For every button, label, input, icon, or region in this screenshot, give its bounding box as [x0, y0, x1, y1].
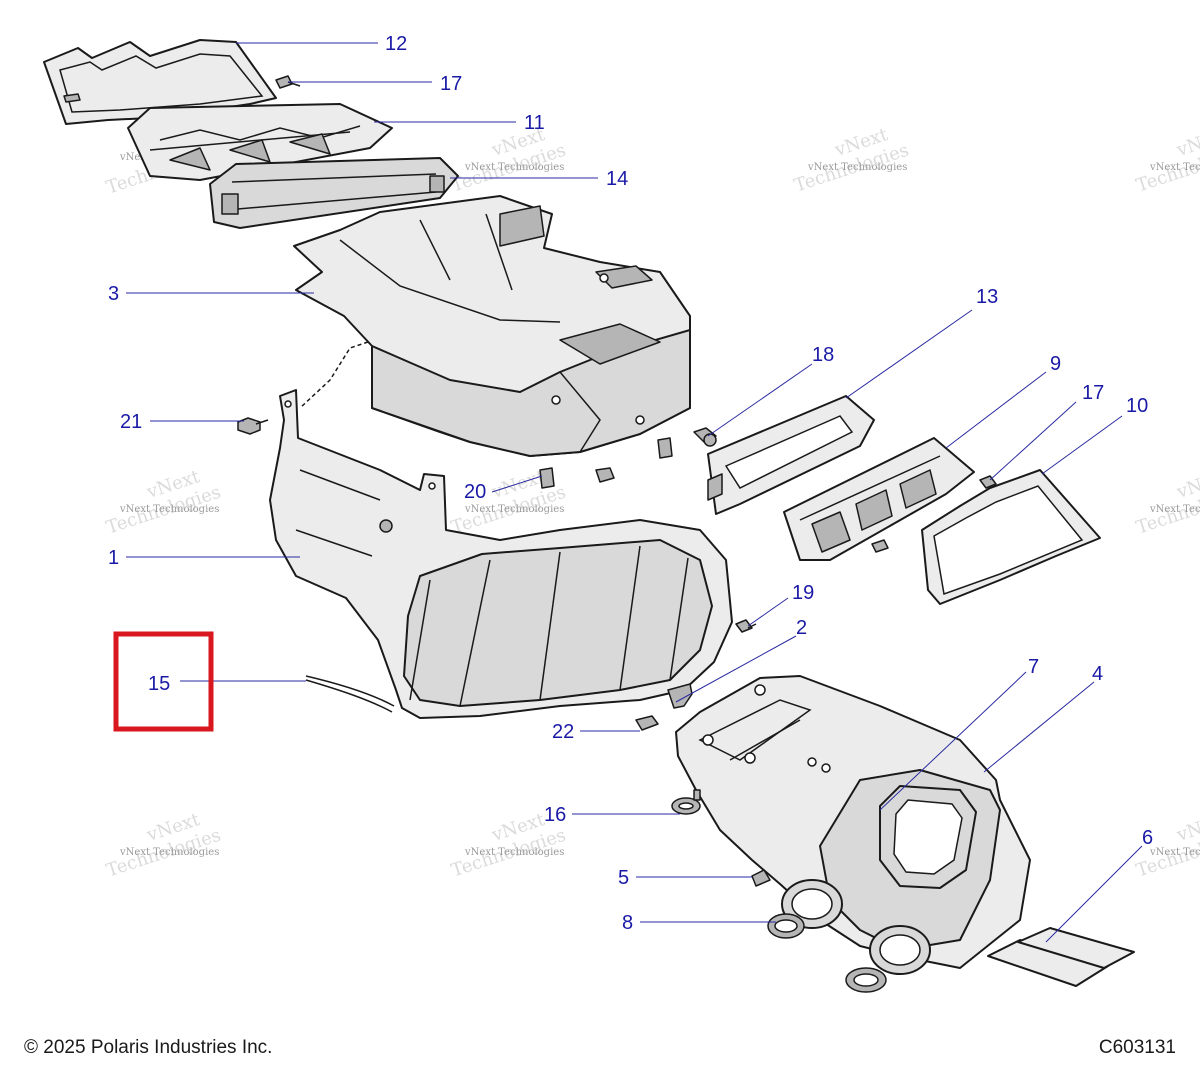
watermark: vNext Technologies vNext Technologies [104, 809, 224, 881]
callout-10[interactable]: 10 [1126, 395, 1148, 417]
copyright-text: © 2025 Polaris Industries Inc. [24, 1037, 273, 1058]
callout-7[interactable]: 7 [1028, 656, 1039, 678]
callout-22[interactable]: 22 [552, 721, 574, 743]
callout-2[interactable]: 2 [796, 617, 807, 639]
part-16-clamp [671, 789, 701, 815]
svg-text:vNext Technologies: vNext Technologies [119, 504, 219, 515]
part-11-filter-frame [127, 103, 393, 181]
part-10-side-gasket [921, 469, 1101, 605]
svg-text:vNext Technologies: vNext Technologies [464, 847, 564, 858]
svg-text:vNext Technologies: vNext Technologies [807, 162, 907, 173]
part-17-screw-side [979, 475, 997, 489]
part-8-clamps [767, 913, 887, 993]
svg-text:vNext Technologies: vNext Technologies [1149, 162, 1200, 173]
watermark: vNext Technologies vNext Technologies [1134, 124, 1200, 196]
alignment-dashed-line [299, 341, 369, 409]
callout-13[interactable]: 13 [976, 286, 998, 308]
svg-text:vNext Technologies: vNext Technologies [1149, 504, 1200, 515]
callout-11[interactable]: 11 [524, 112, 545, 134]
leader-lines [126, 42, 1143, 943]
part-fastener [871, 539, 889, 553]
watermark: vNext Technologies vNext Technologies [792, 124, 912, 196]
watermark: vNext Technologies vNext Technologies [1134, 466, 1200, 538]
part-7-seal [879, 785, 977, 889]
callout-3[interactable]: 3 [108, 283, 119, 305]
highlight-box-15 [113, 631, 214, 732]
part-4-housing [675, 675, 1031, 969]
callout-12[interactable]: 12 [385, 33, 407, 55]
callout-9[interactable]: 9 [1050, 353, 1061, 375]
part-13-intake-frame [707, 395, 875, 515]
callout-17[interactable]: 17 [1082, 382, 1104, 404]
svg-text:vNext Technologies: vNext Technologies [464, 162, 564, 173]
svg-text:vNext Technologies: vNext Technologies [119, 847, 219, 858]
part-18-bolt [693, 427, 717, 447]
callout-18[interactable]: 18 [812, 344, 834, 366]
part-22-pin [635, 715, 659, 731]
callout-6[interactable]: 6 [1142, 827, 1153, 849]
watermark: vNext Technologies vNext Technologies [449, 124, 569, 196]
callout-1[interactable]: 1 [108, 547, 119, 569]
part-19-screw [735, 619, 757, 633]
callout-19[interactable]: 19 [792, 582, 814, 604]
callout-16[interactable]: 16 [544, 804, 566, 826]
svg-text:vNext Technologies: vNext Technologies [464, 504, 564, 515]
part-9-filter-screen [783, 437, 975, 561]
callout-20[interactable]: 20 [464, 481, 486, 503]
part-2-grommet [667, 683, 693, 709]
part-6-foam-pads [987, 927, 1135, 987]
callout-8[interactable]: 8 [622, 912, 633, 934]
parts [43, 39, 1135, 993]
callout-labels: 12 17 11 14 3 13 18 9 17 10 21 20 1 19 2… [108, 33, 1153, 934]
part-14-filter [209, 157, 459, 229]
watermark: vNext Technologies vNext Technologies [104, 466, 224, 538]
callout-15[interactable]: 15 [148, 673, 170, 695]
part-15-hose [305, 675, 395, 713]
diagram-code: C603131 [1098, 1037, 1176, 1058]
part-3-upper-cover [293, 195, 691, 457]
callout-21[interactable]: 21 [120, 411, 142, 433]
callout-4[interactable]: 4 [1092, 663, 1103, 685]
svg-text:vNext Technologies: vNext Technologies [1149, 847, 1200, 858]
part-5-valve [751, 869, 771, 887]
part-20-clips [539, 437, 673, 489]
callout-17[interactable]: 17 [440, 73, 462, 95]
callout-5[interactable]: 5 [618, 867, 629, 889]
part-1-lower-airbox [269, 389, 733, 719]
callout-14[interactable]: 14 [606, 168, 628, 190]
part-12-gasket [43, 39, 277, 125]
part-17-screw-top [275, 75, 301, 89]
part-21-bolt [237, 417, 269, 435]
